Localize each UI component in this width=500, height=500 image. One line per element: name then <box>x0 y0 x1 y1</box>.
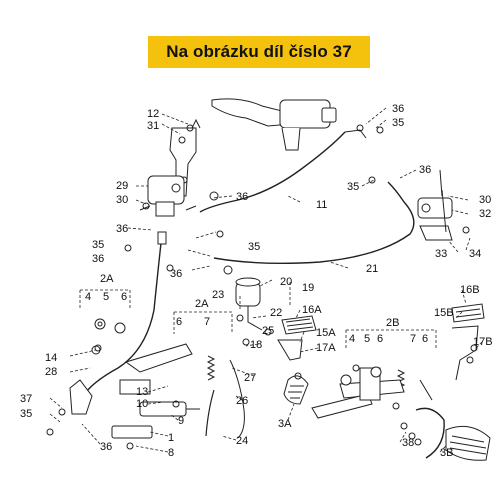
label-31: 31 <box>147 120 159 132</box>
label-33: 33 <box>435 248 447 260</box>
label-29: 29 <box>116 180 128 192</box>
pedal-pad-16B <box>451 303 485 323</box>
label-27: 27 <box>244 372 256 384</box>
label-18: 18 <box>250 339 262 351</box>
label-17A: 17A <box>316 342 336 354</box>
label-14: 14 <box>45 352 57 364</box>
label-6: 6 <box>121 291 127 303</box>
label-13: 13 <box>136 386 148 398</box>
label-15B: 15B <box>434 307 454 319</box>
label-35: 35 <box>347 181 359 193</box>
label-3A: 3A <box>278 418 292 430</box>
small-hardware <box>46 124 478 450</box>
label-36: 36 <box>92 253 104 265</box>
label-36: 36 <box>170 268 182 280</box>
label-36: 36 <box>419 164 431 176</box>
label-10: 10 <box>136 398 148 410</box>
label-21: 21 <box>366 263 378 275</box>
hose-14 <box>85 233 163 393</box>
banner-text: Na obrázku díl číslo 37 <box>166 42 352 61</box>
part-number-banner: Na obrázku díl číslo 37 <box>148 36 370 68</box>
label-7: 7 <box>204 316 210 328</box>
label-12: 12 <box>147 108 159 120</box>
label-2A: 2A <box>195 298 209 310</box>
label-24: 24 <box>236 435 248 447</box>
label-35: 35 <box>248 241 260 253</box>
label-36: 36 <box>392 103 404 115</box>
cylinder-9 <box>111 401 200 439</box>
right-cylinder-drawing <box>417 169 453 241</box>
label-28: 28 <box>45 366 57 378</box>
label-4: 4 <box>85 291 91 303</box>
rubber-3B <box>445 425 491 461</box>
label-20: 20 <box>280 276 292 288</box>
label-17B: 17B <box>473 336 493 348</box>
hose-21 <box>213 181 415 265</box>
brake-lever-drawing <box>211 98 337 151</box>
label-16B: 16B <box>460 284 480 296</box>
label-8: 8 <box>168 447 174 459</box>
label-25: 25 <box>262 325 274 337</box>
label-5: 5 <box>103 291 109 303</box>
label-35: 35 <box>392 117 404 129</box>
label-36: 36 <box>116 223 128 235</box>
label-3B: 3B <box>440 447 453 459</box>
label-30: 30 <box>116 194 128 206</box>
label-6: 6 <box>377 333 383 345</box>
label-7: 7 <box>410 333 416 345</box>
label-15A: 15A <box>316 327 336 339</box>
label-9: 9 <box>178 415 184 427</box>
right-lever-assembly <box>311 367 405 419</box>
label-36: 36 <box>236 191 248 203</box>
label-19: 19 <box>302 282 314 294</box>
rubber-3A <box>283 375 309 405</box>
diagram-drawing <box>46 98 491 461</box>
label-2A: 2A <box>100 273 114 285</box>
label-4: 4 <box>349 333 355 345</box>
callout-labels: 12 31 36 35 29 30 36 11 36 35 30 32 33 3… <box>20 103 493 459</box>
reservoir-drawing <box>235 277 263 331</box>
label-16A: 16A <box>302 304 322 316</box>
label-35: 35 <box>92 239 104 251</box>
label-1: 1 <box>168 432 174 444</box>
label-6: 6 <box>176 316 182 328</box>
label-37: 37 <box>20 393 32 405</box>
master-cylinder-drawing <box>139 175 197 217</box>
rear-pedal <box>415 379 445 459</box>
label-5: 5 <box>364 333 370 345</box>
label-30: 30 <box>479 194 491 206</box>
hose-11 <box>199 131 346 213</box>
label-2B: 2B <box>386 317 399 329</box>
label-23: 23 <box>212 289 224 301</box>
label-36: 36 <box>100 441 112 453</box>
label-26: 26 <box>236 395 248 407</box>
left-lever-assembly <box>69 343 193 415</box>
spring-27 <box>206 355 216 381</box>
label-34: 34 <box>469 248 481 260</box>
label-22: 22 <box>270 307 282 319</box>
label-11: 11 <box>316 199 327 211</box>
label-32: 32 <box>479 208 491 220</box>
label-38: 38 <box>402 437 414 449</box>
label-35: 35 <box>20 408 32 420</box>
leader-lines <box>49 107 483 453</box>
label-6: 6 <box>422 333 428 345</box>
pedal-pad-16A <box>281 315 317 335</box>
